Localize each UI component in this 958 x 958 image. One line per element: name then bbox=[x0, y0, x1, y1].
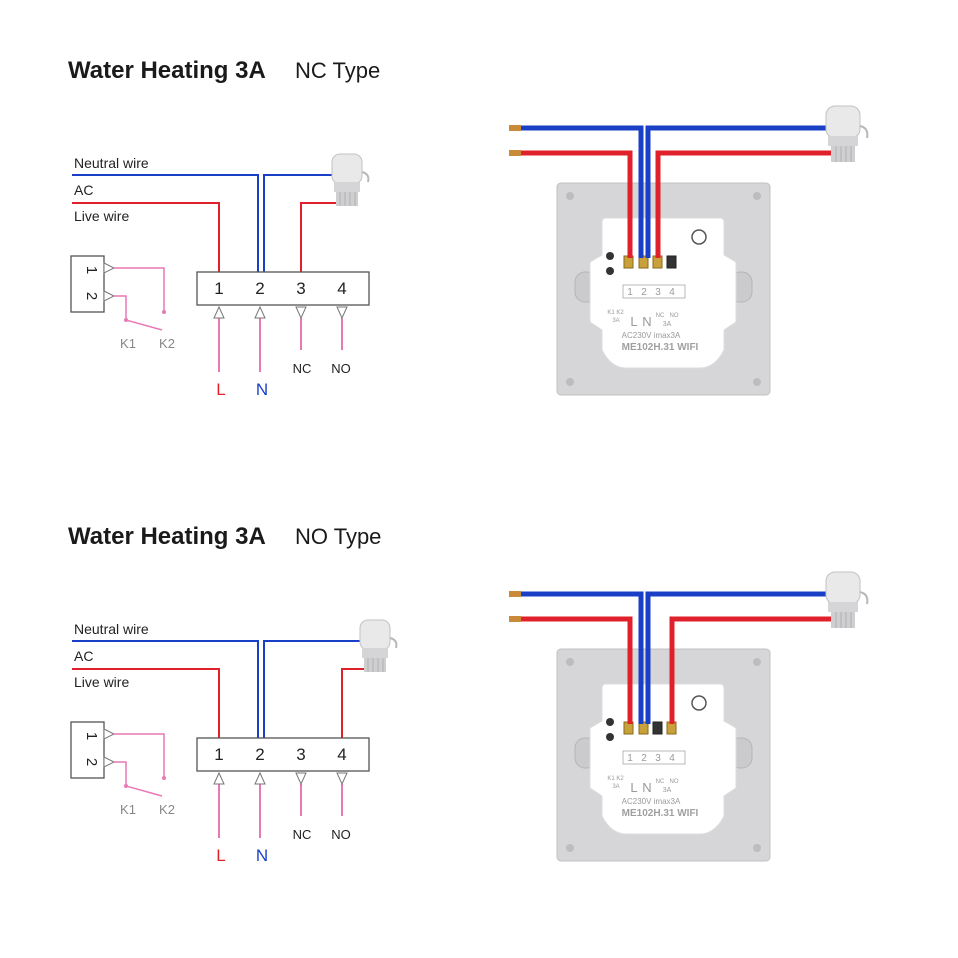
switch-terminal-1: 1 bbox=[83, 732, 100, 740]
device-n: N bbox=[642, 314, 651, 329]
switch-terminal-2: 2 bbox=[83, 292, 100, 300]
device-term-2: 2 bbox=[641, 753, 647, 764]
device-illustration: 1 2 3 4 K1 K2 3A L N NC NO 3A AC230V ima… bbox=[509, 591, 836, 862]
device-k2: K2 bbox=[616, 310, 624, 316]
schematic-wires bbox=[72, 640, 380, 838]
switch-terminal-2: 2 bbox=[83, 758, 100, 766]
section-nc: Water Heating 3A NC Type Neutral wire AC… bbox=[68, 57, 869, 399]
actuator-large bbox=[825, 571, 869, 628]
device-no: NO bbox=[670, 313, 679, 319]
live-wire-label: Live wire bbox=[74, 674, 129, 690]
device-term-3: 3 bbox=[655, 753, 661, 764]
actuator-large bbox=[825, 105, 869, 162]
terminal-4: 4 bbox=[337, 745, 346, 764]
terminal-4: 4 bbox=[337, 279, 346, 298]
terminal-2: 2 bbox=[255, 745, 264, 764]
label-n: N bbox=[256, 846, 268, 865]
device-no: NO bbox=[670, 779, 679, 785]
device-k2: K2 bbox=[616, 776, 624, 782]
device-illustration: 1 2 3 4 K1 K2 3A L N NC NO 3A AC230V ima… bbox=[509, 125, 836, 396]
device-term-4: 4 bbox=[669, 753, 675, 764]
k1-label: K1 bbox=[120, 802, 136, 817]
label-nc: NC bbox=[293, 361, 312, 376]
device-term-4: 4 bbox=[669, 287, 675, 298]
section-no: Water Heating 3A NO Type Neutral wire AC… bbox=[68, 523, 869, 865]
device-l: L bbox=[630, 780, 637, 795]
schematic-wires bbox=[72, 174, 348, 372]
device-term-1: 1 bbox=[627, 753, 633, 764]
device-nc: NC bbox=[656, 779, 665, 785]
device-model: ME102H.31 WIFI bbox=[622, 342, 699, 353]
section-type: NO Type bbox=[295, 524, 381, 549]
label-nc: NC bbox=[293, 827, 312, 842]
k1-label: K1 bbox=[120, 336, 136, 351]
k2-label: K2 bbox=[159, 336, 175, 351]
label-n: N bbox=[256, 380, 268, 399]
terminal-block: 1 2 3 4 bbox=[196, 737, 370, 772]
actuator-small bbox=[331, 153, 370, 206]
device-term-2: 2 bbox=[641, 287, 647, 298]
device-term-1: 1 bbox=[627, 287, 633, 298]
ac-label: AC bbox=[74, 648, 93, 664]
neutral-wire-label: Neutral wire bbox=[74, 621, 149, 637]
sensor-switch: 1 2 K1 K2 bbox=[70, 255, 175, 351]
device-model: ME102H.31 WIFI bbox=[622, 808, 699, 819]
device-l: L bbox=[630, 314, 637, 329]
neutral-wire-label: Neutral wire bbox=[74, 155, 149, 171]
label-no: NO bbox=[331, 827, 351, 842]
section-title: Water Heating 3A bbox=[68, 523, 266, 550]
section-type: NC Type bbox=[295, 58, 380, 83]
terminal-3: 3 bbox=[296, 279, 305, 298]
terminal-1: 1 bbox=[214, 279, 223, 298]
device-k1: K1 bbox=[607, 776, 615, 782]
actuator-small bbox=[359, 619, 398, 672]
device-k1: K1 bbox=[607, 310, 615, 316]
label-l: L bbox=[216, 846, 225, 865]
device-3a-right: 3A bbox=[663, 787, 672, 794]
terminal-3: 3 bbox=[296, 745, 305, 764]
label-no: NO bbox=[331, 361, 351, 376]
device-3a-left: 3A bbox=[612, 318, 619, 324]
switch-terminal-1: 1 bbox=[83, 266, 100, 274]
terminal-2: 2 bbox=[255, 279, 264, 298]
device-n: N bbox=[642, 780, 651, 795]
device-rating: AC230V imax3A bbox=[622, 331, 681, 340]
live-wire-label: Live wire bbox=[74, 208, 129, 224]
device-3a-left: 3A bbox=[612, 784, 619, 790]
terminal-block: 1 2 3 4 bbox=[196, 271, 370, 306]
label-l: L bbox=[216, 380, 225, 399]
ac-label: AC bbox=[74, 182, 93, 198]
sensor-switch: 1 2 K1 K2 bbox=[70, 721, 175, 817]
device-rating: AC230V imax3A bbox=[622, 797, 681, 806]
terminal-1: 1 bbox=[214, 745, 223, 764]
k2-label: K2 bbox=[159, 802, 175, 817]
device-term-3: 3 bbox=[655, 287, 661, 298]
device-nc: NC bbox=[656, 313, 665, 319]
device-3a-right: 3A bbox=[663, 321, 672, 328]
section-title: Water Heating 3A bbox=[68, 57, 266, 84]
